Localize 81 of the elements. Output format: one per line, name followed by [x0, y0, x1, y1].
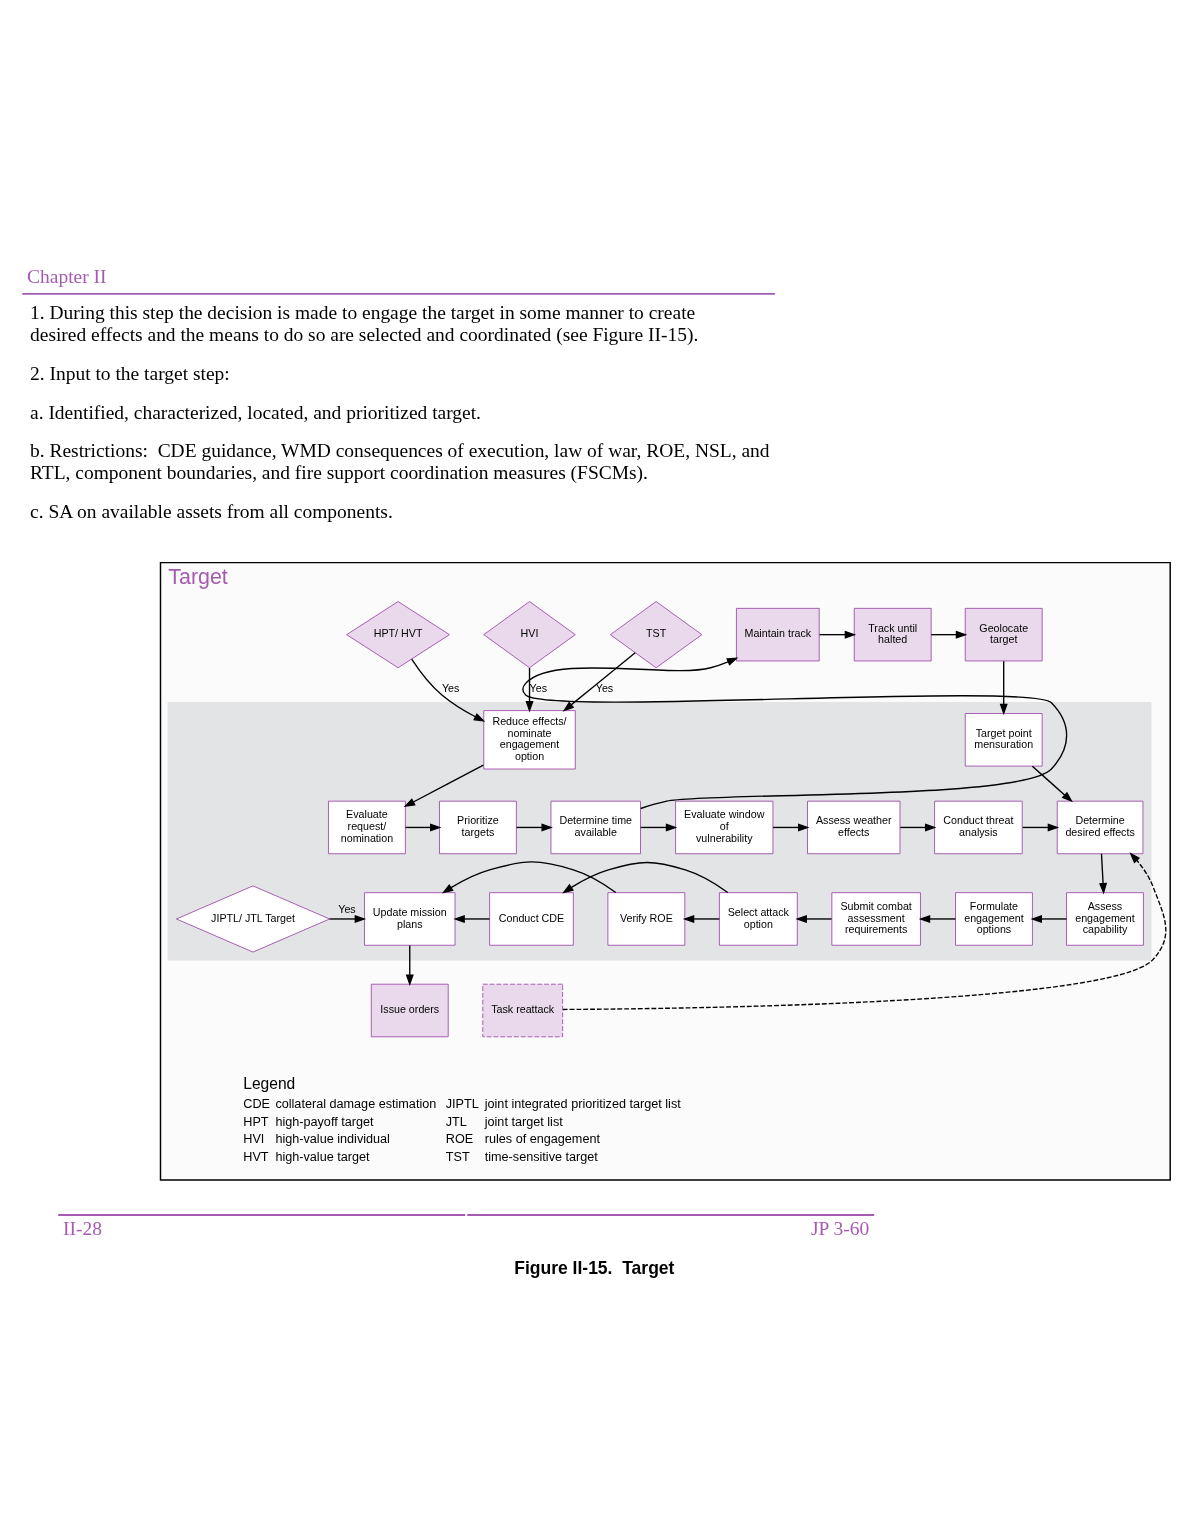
label: time-sensitive target	[484, 1149, 598, 1164]
arrow	[1030, 914, 1068, 923]
node-diamond: TST	[609, 601, 703, 669]
node-diamond: HPT/ HVT	[346, 601, 450, 669]
arrow	[525, 667, 534, 713]
arrow	[522, 657, 1068, 810]
label: collateral damage estimation	[275, 1097, 437, 1112]
edge-label: Yes	[529, 681, 548, 694]
arrow	[640, 823, 678, 832]
node-box: Conduct CDE	[489, 892, 574, 946]
label: joint integrated prioritized target list	[484, 1097, 681, 1112]
node-diamond: JIPTL/ JTL Target	[175, 885, 331, 953]
label: joint target list	[484, 1114, 563, 1129]
arrow	[453, 914, 491, 923]
label: CDE	[243, 1097, 270, 1112]
label: Chapter II	[27, 266, 107, 288]
label: Legend	[243, 1075, 296, 1093]
edge-label: Yes	[595, 681, 614, 694]
label: HVI	[243, 1132, 265, 1147]
node-box: Formulate engagement options	[955, 892, 1033, 946]
arrow	[328, 914, 367, 923]
label: high-value individual	[275, 1132, 390, 1147]
arrow	[562, 852, 1167, 1011]
node-box: Determine time available	[550, 800, 641, 855]
arrow	[515, 823, 553, 832]
arrow	[562, 652, 636, 712]
arrow	[795, 914, 833, 923]
label: TST	[445, 1149, 470, 1164]
node-diamond: HVI	[483, 601, 576, 669]
node-box: Select attack option	[718, 892, 798, 946]
arrow	[1021, 823, 1060, 832]
edge-label: Yes	[338, 902, 356, 915]
label: c. SA on available assets from all components.	[30, 500, 393, 522]
node-box: Conduct threat analysis	[934, 800, 1023, 855]
node-box: Evaluate window of vulnerability	[675, 800, 774, 855]
arrow	[441, 861, 617, 894]
arrow	[411, 658, 486, 722]
node-box: Maintain track	[735, 607, 820, 662]
node-box: Reduce effects/ nominate engagement option	[483, 710, 576, 770]
node-box: Determine desired effects	[1056, 800, 1144, 855]
label: high-payoff target	[275, 1114, 374, 1129]
arrow	[772, 823, 810, 832]
node-box: Assess engagement capability	[1066, 892, 1144, 946]
node-box: Prioritize targets	[438, 800, 517, 855]
arrow	[562, 861, 729, 894]
label: high-value target	[275, 1149, 370, 1164]
label: 2. Input to the target step:	[30, 362, 230, 384]
label: JP 3-60	[810, 1218, 870, 1240]
arrow	[404, 823, 442, 832]
arrow	[405, 944, 414, 987]
node-box: Target point mensuration	[964, 713, 1043, 767]
arrow	[930, 630, 968, 639]
edge-label: Yes	[441, 681, 460, 694]
label: HVT	[243, 1149, 269, 1164]
node-box: Assess weather effects	[807, 800, 901, 855]
arrow	[918, 914, 957, 923]
caption: Figure II-15. Target	[514, 1257, 675, 1278]
node-box: Geolocate target	[964, 607, 1043, 662]
arrow	[999, 660, 1008, 716]
node-box: Track until halted	[853, 607, 932, 662]
label: ROE	[445, 1132, 474, 1147]
arrow	[403, 764, 485, 808]
label: b. Restrictions: CDE guidance, WMD consequences of execution, law of war, ROE, NSL, and RTL, component boundaries, and fire support coordination measures (FSCMs).	[30, 440, 770, 483]
node-box: Verify ROE	[607, 892, 686, 946]
arrow	[899, 823, 937, 832]
label: JTL	[445, 1114, 467, 1129]
label: a. Identified, characterized, located, and prioritized target.	[30, 401, 481, 423]
arrow	[1031, 765, 1073, 803]
node-box: Task reattack	[482, 983, 564, 1038]
node-box: Update mission plans	[364, 892, 456, 946]
label: II-28	[63, 1218, 103, 1240]
node-box: Issue orders	[370, 983, 449, 1038]
arrow	[1099, 853, 1108, 895]
arrow	[818, 630, 857, 639]
label: HPT	[243, 1114, 269, 1129]
arrow	[682, 914, 720, 923]
label: rules of engagement	[484, 1132, 600, 1147]
node-box: Evaluate request/ nomination	[327, 800, 406, 855]
label: 1. During this step the decision is made to engage the target in some manner to create desired effects and the means to do so are selected and coordinated (see Figure II-15).	[30, 302, 699, 345]
node-box: Submit combat assessment requirements	[831, 892, 921, 946]
label: JIPTL	[445, 1097, 479, 1112]
